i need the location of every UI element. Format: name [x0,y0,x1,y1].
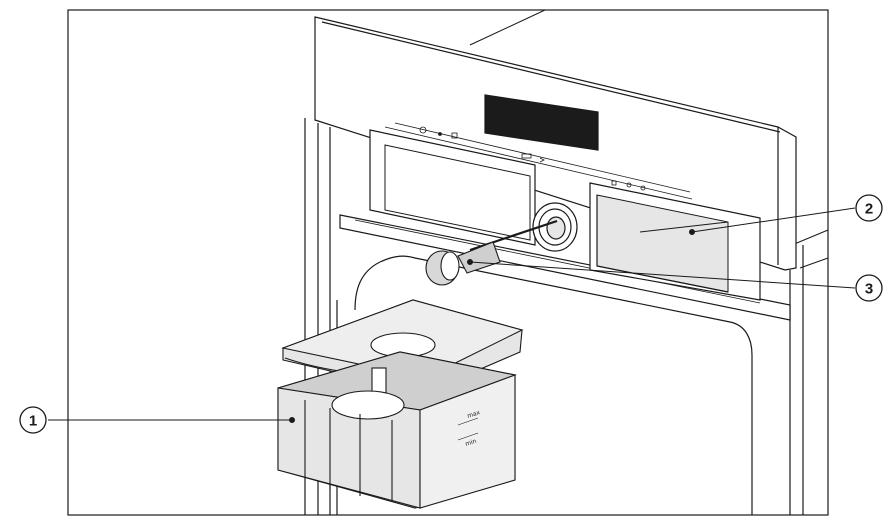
water-tank-icon [521,153,532,159]
callout-3: 3 [855,274,883,302]
steam-icon [539,157,545,163]
callout-1: 1 [19,406,47,434]
light-icon [438,132,442,136]
oven-body [304,16,804,515]
power-icon [419,126,427,134]
svg-text:2: 2 [865,201,873,218]
oven-display [484,94,599,151]
tank-max-mark: max [466,409,481,420]
tank-min-mark: min [464,438,477,448]
favorite-icon [626,182,632,188]
info-icon [640,185,646,191]
cabinet-lines [469,9,829,269]
temperature-icon [451,132,458,139]
svg-text:3: 3 [865,281,873,298]
tank-plunger [425,219,558,286]
svg-text:1: 1 [29,413,37,430]
panel-icons [419,126,646,191]
callout-lines [48,207,856,423]
water-tank: max min [277,351,518,509]
callout-2: 2 [855,194,883,222]
menu-icon [611,180,617,186]
